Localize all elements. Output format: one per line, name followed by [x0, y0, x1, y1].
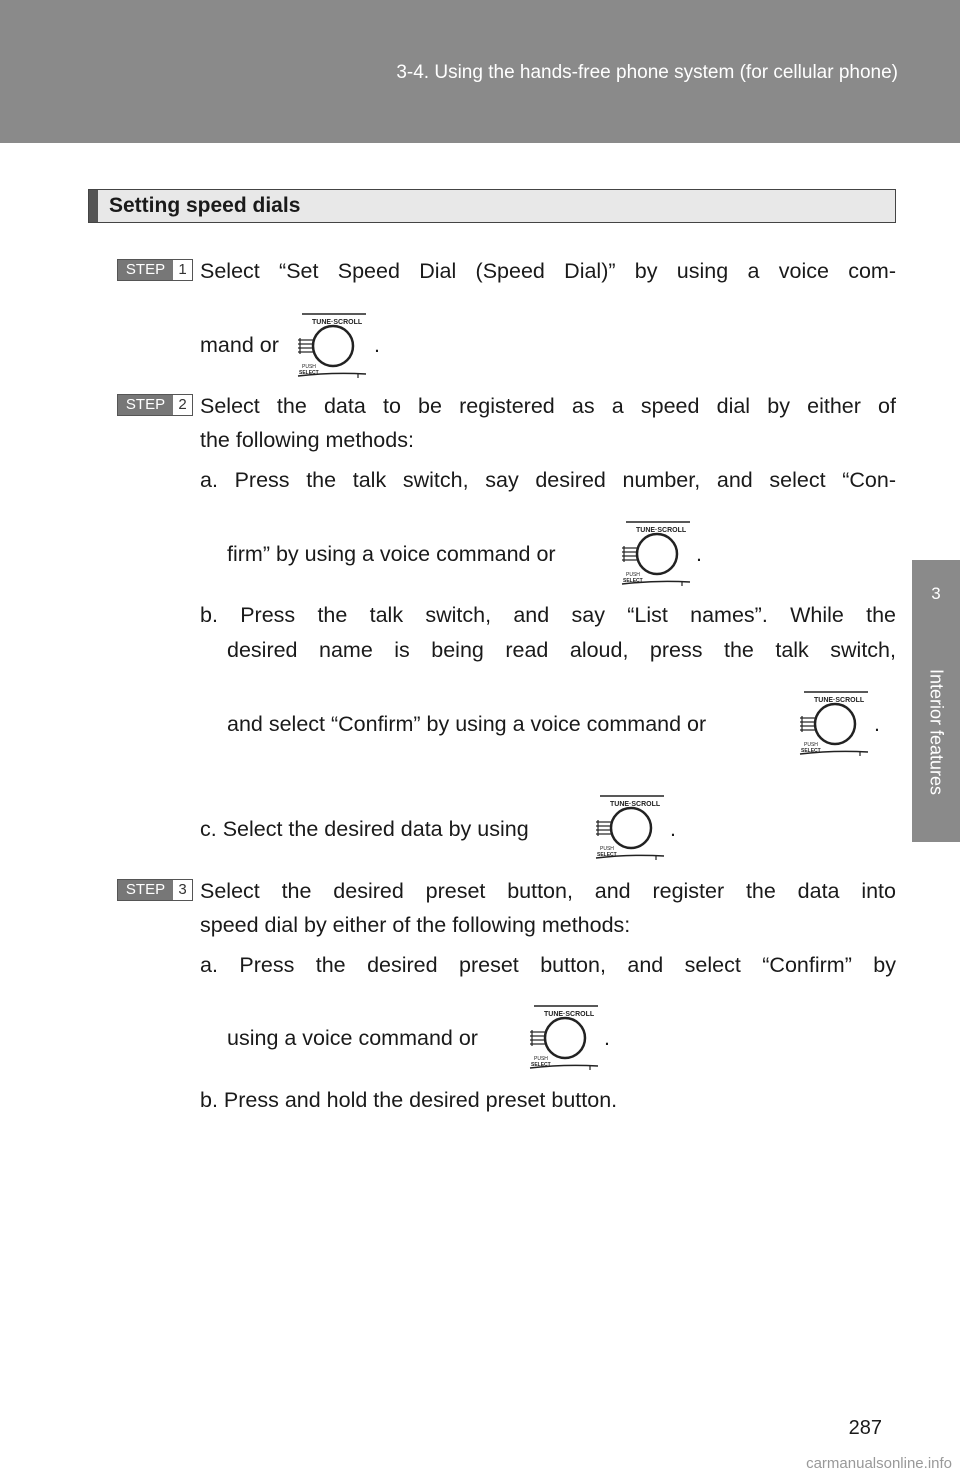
step2-b-line3: and select “Confirm” by using a voice co…: [227, 712, 707, 736]
step-badge-3: STEP 3: [117, 879, 193, 901]
step1-line2: mand or: [200, 333, 279, 357]
tune-scroll-knob-icon: [798, 690, 870, 756]
step2-a-line2: firm” by using a voice command or: [227, 542, 556, 566]
step-word: STEP: [118, 260, 173, 280]
step3-a-period: .: [604, 1026, 610, 1050]
heading-bar: [89, 190, 98, 222]
step-badge-2: STEP 2: [117, 394, 193, 416]
step2-line1: Select the data to be registered as a sp…: [200, 394, 896, 418]
step1-period: .: [374, 333, 380, 357]
step2-b-period: .: [874, 712, 880, 736]
step2-line2: the following methods:: [200, 428, 414, 452]
section-title: Setting speed dials: [109, 194, 301, 217]
step3-b-line1: b. Press and hold the desired preset but…: [200, 1088, 618, 1112]
step2-a-line1: a. Press the talk switch, say desired nu…: [200, 468, 896, 492]
tune-scroll-knob-icon: [620, 520, 692, 586]
step3-a-line1: a. Press the desired preset button, and …: [200, 953, 896, 977]
chapter-label: Interior features: [926, 668, 947, 796]
tune-scroll-knob-icon: [594, 794, 666, 860]
step2-b-line2: desired name is being read aloud, press …: [227, 638, 896, 662]
step2-a-period: .: [696, 542, 702, 566]
step-word: STEP: [118, 395, 173, 415]
step2-c-period: .: [670, 817, 676, 841]
watermark: carmanualsonline.info: [806, 1455, 952, 1472]
step-word: STEP: [118, 880, 173, 900]
step1-line1: Select “Set Speed Dial (Speed Dial)” by …: [200, 259, 896, 283]
page-number: 287: [848, 1417, 882, 1439]
step3-a-line2: using a voice command or: [227, 1026, 478, 1050]
step2-c-line1: c. Select the desired data by using: [200, 817, 529, 841]
step2-b-line1: b. Press the talk switch, and say “List …: [200, 603, 896, 627]
section-heading: Setting speed dials: [88, 189, 896, 223]
step3-line1: Select the desired preset button, and re…: [200, 879, 896, 903]
step-badge-1: STEP 1: [117, 259, 193, 281]
header-band: [0, 0, 960, 143]
tune-scroll-knob-icon: [528, 1004, 600, 1070]
chapter-number: 3: [931, 584, 941, 603]
side-band: [912, 622, 960, 842]
running-header: 3-4. Using the hands-free phone system (…: [396, 62, 898, 83]
step-number: 2: [178, 396, 187, 413]
tune-scroll-knob-icon: [296, 312, 368, 378]
step3-line2: speed dial by either of the following me…: [200, 913, 631, 937]
step-number: 1: [178, 261, 187, 278]
step-number: 3: [178, 881, 187, 898]
chapter-tab: [912, 560, 960, 622]
